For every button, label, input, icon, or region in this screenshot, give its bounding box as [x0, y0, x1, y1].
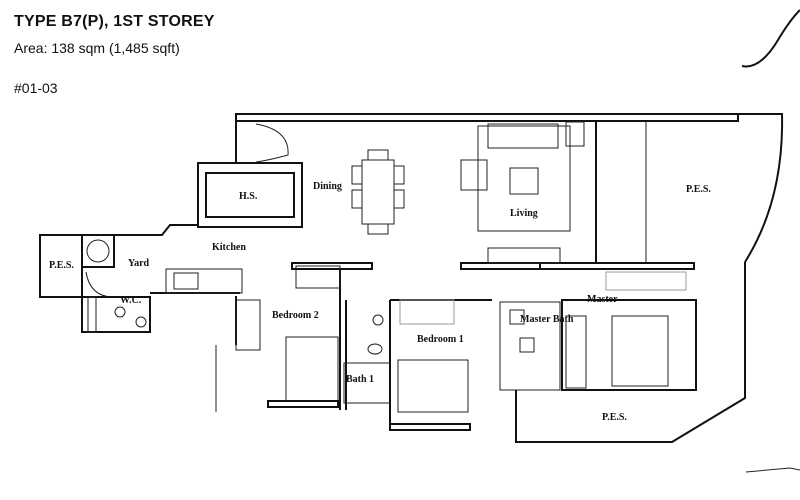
wc-label: W.C.: [120, 295, 142, 306]
dining-label: Dining: [313, 181, 342, 192]
bedroom1-label: Bedroom 1: [417, 334, 464, 345]
plan-title: TYPE B7(P), 1ST STOREY: [14, 13, 215, 30]
kitchen-counter: [165, 268, 243, 294]
hs-label: H.S.: [239, 191, 258, 202]
north-arrow-icon: [741, 9, 800, 68]
yard-label: Yard: [128, 258, 150, 269]
living-label: Living: [510, 208, 538, 219]
pes-right-label: P.E.S.: [686, 184, 711, 195]
master-bedroom: [561, 271, 697, 391]
dining-table: [351, 149, 405, 235]
plan-area: Area: 138 sqm (1,485 sqft): [14, 40, 180, 56]
main-door[interactable]: [255, 123, 289, 163]
bedroom2: [215, 268, 341, 412]
key-plan: [745, 467, 800, 473]
bath1: [295, 265, 391, 410]
top-wall: [235, 113, 739, 122]
pes-bottom-boundary: [515, 262, 746, 443]
master-label: Master: [587, 294, 618, 305]
unit-number: #01-03: [14, 80, 58, 96]
hs-room: [197, 162, 303, 228]
bath1-label: Bath 1: [346, 374, 374, 385]
pes-right-boundary: [738, 113, 784, 263]
pes-left-label: P.E.S.: [49, 260, 74, 271]
washer: [81, 234, 115, 268]
wc-room: [81, 296, 151, 333]
kitchen-label: Kitchen: [212, 242, 246, 253]
master-bath: [499, 301, 561, 391]
bedroom2-label: Bedroom 2: [272, 310, 319, 321]
pes-bottom-label: P.E.S.: [602, 412, 627, 423]
bedroom1: [389, 299, 492, 431]
living-furniture: [460, 121, 585, 232]
master-bath-label: Master Bath: [520, 314, 574, 325]
